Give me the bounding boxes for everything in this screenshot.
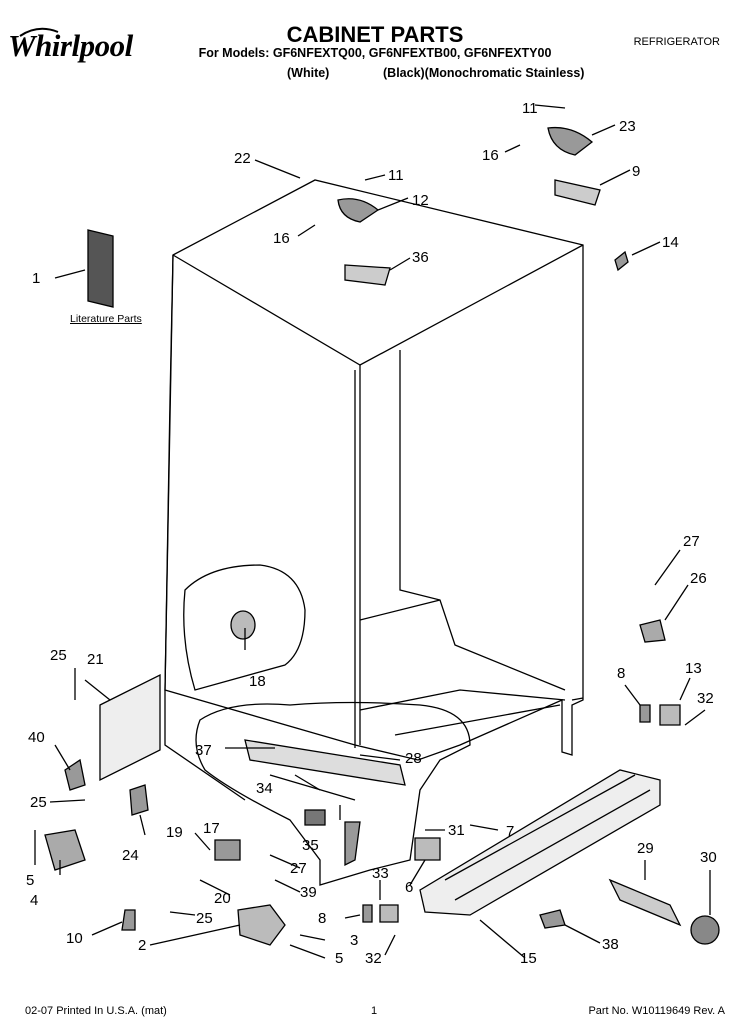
callout-label: 35 <box>302 837 319 854</box>
callout-label: 26 <box>690 570 707 587</box>
callout-label: 16 <box>482 147 499 164</box>
literature-parts-label: Literature Parts <box>70 313 142 325</box>
callout-label: 28 <box>405 750 422 767</box>
callout-label: 1 <box>32 270 40 287</box>
callout-label: 14 <box>662 234 679 251</box>
leveling-foot-part <box>230 610 256 640</box>
brand-logo: Whirlpool <box>8 28 133 63</box>
callout-label: 27 <box>683 533 700 550</box>
callout-label: 31 <box>448 822 465 839</box>
callout-numbers: 1 2 3 4 5 5 6 7 8 8 9 10 11 11 12 13 14 … <box>26 100 717 967</box>
callout-label: 5 <box>335 950 343 967</box>
callout-label: 33 <box>372 865 389 882</box>
callout-label: 2 <box>138 937 146 954</box>
callout-label: 32 <box>365 950 382 967</box>
callout-label: 25 <box>50 647 67 664</box>
whirlpool-swoosh-icon <box>19 27 59 37</box>
cabinet-part <box>164 179 584 761</box>
wheel-part <box>690 915 720 945</box>
callout-label: 16 <box>273 230 290 247</box>
callout-label: 21 <box>87 651 104 668</box>
models-line: For Models: GF6NFEXTQ00, GF6NFEXTB00, GF… <box>198 46 552 60</box>
callout-label: 15 <box>520 950 537 967</box>
callout-label: 24 <box>122 847 139 864</box>
callout-label: 10 <box>66 930 83 947</box>
callout-label: 39 <box>300 884 317 901</box>
base-grille-part <box>419 769 661 916</box>
callout-label: 4 <box>30 892 38 909</box>
appliance-type: REFRIGERATOR <box>633 36 720 48</box>
callout-label: 36 <box>412 249 429 266</box>
callout-label: 6 <box>405 879 413 896</box>
callout-label: 34 <box>256 780 273 797</box>
callout-label: 7 <box>506 823 514 840</box>
callout-label: 25 <box>196 910 213 927</box>
callout-label: 5 <box>26 872 34 889</box>
callout-label: 18 <box>249 673 266 690</box>
callout-label: 8 <box>318 910 326 927</box>
callout-label: 20 <box>214 890 231 907</box>
variant-white: (White) <box>287 66 330 80</box>
callout-label: 29 <box>637 840 654 857</box>
callout-label: 12 <box>412 192 429 209</box>
callout-label: 11 <box>522 100 538 117</box>
callout-label: 32 <box>697 690 714 707</box>
page-number: 1 <box>371 1005 378 1017</box>
roller-part <box>608 878 682 927</box>
part-number: Part No. W10119649 Rev. A <box>588 1005 725 1017</box>
callout-label: 27 <box>290 860 307 877</box>
callout-label: 9 <box>632 163 640 180</box>
callout-label: 37 <box>195 742 212 759</box>
callout-label: 3 <box>350 932 358 949</box>
callout-label: 17 <box>203 820 220 837</box>
callout-label: 13 <box>685 660 702 677</box>
callout-label: 11 <box>388 167 404 184</box>
callout-label: 8 <box>617 665 625 682</box>
callout-label: 40 <box>28 729 45 746</box>
callout-label: 19 <box>166 824 183 841</box>
callout-label: 38 <box>602 936 619 953</box>
callout-label: 25 <box>30 794 47 811</box>
callout-label: 30 <box>700 849 717 866</box>
print-info: 02-07 Printed In U.S.A. (mat) <box>25 1005 167 1017</box>
page-title: CABINET PARTS <box>286 22 464 47</box>
literature-booklet-part <box>87 229 114 308</box>
callout-label: 23 <box>619 118 636 135</box>
variant-black-stainless: (Black)(Monochromatic Stainless) <box>383 66 585 80</box>
callout-label: 22 <box>234 150 251 167</box>
